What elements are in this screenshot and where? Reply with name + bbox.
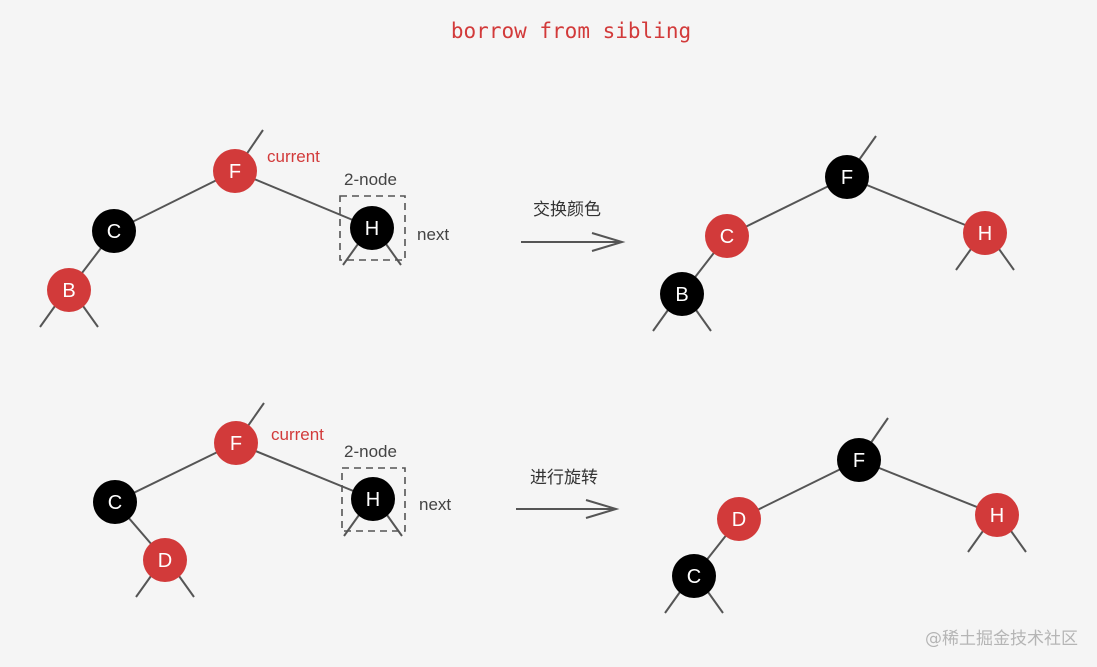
swap-colors-label: 交换颜色 <box>533 200 601 220</box>
d1-after-edge-F-C <box>726 176 848 237</box>
d1-before-edge-F-H <box>234 170 373 229</box>
d2-after-node-H-label: H <box>990 505 1004 527</box>
d2-after-edge-F-H <box>858 459 998 516</box>
d1-after-node-B-circle <box>660 272 704 316</box>
d2-before-node-H-circle <box>351 477 395 521</box>
d1-after-H-stub-right <box>998 248 1015 271</box>
current-label-top: current <box>267 147 320 166</box>
d2-after-node-C: C <box>672 554 716 598</box>
d2-before-node-D-label: D <box>158 550 172 572</box>
d1-after-node-B: B <box>660 272 704 316</box>
d1-before-B-stub-right <box>82 305 99 328</box>
d1-after-B-stub-left <box>652 309 669 332</box>
d2-after-node-C-circle <box>672 554 716 598</box>
d2-after-node-D-circle <box>717 497 761 541</box>
d1-after-node-F-label: F <box>841 167 853 189</box>
d2-after-H-stub-left <box>967 530 984 553</box>
nodes-layer: F C B H F C B H F C D H F D C H <box>47 149 1019 598</box>
d1-before-node-B-label: B <box>62 280 75 302</box>
d1-before-H-stub-right <box>385 243 402 266</box>
d1-after-node-C-circle <box>705 214 749 258</box>
d1-after-node-B-label: B <box>675 284 688 306</box>
decor-layer <box>339 195 626 532</box>
d2-before-node-F-label: F <box>230 433 242 455</box>
d2-after-node-F: F <box>837 438 881 482</box>
d2-before-node-D-circle <box>143 538 187 582</box>
d2-before-node-H-label: H <box>366 489 380 511</box>
d1-after-node-H-circle <box>963 211 1007 255</box>
d2-after-H-stub-right <box>1010 530 1027 553</box>
d1-after-node-F: F <box>825 155 869 199</box>
d2-before-node-C-label: C <box>108 492 122 514</box>
d2-before-H-stub-right <box>386 514 403 537</box>
d1-before-node-C: C <box>92 209 136 253</box>
d1-before-B-stub-left <box>39 305 56 328</box>
d2-before-D-stub-left <box>135 575 152 598</box>
d1-before-node-B-circle <box>47 268 91 312</box>
current-label-bottom: current <box>271 425 324 444</box>
d1-before-node-H-label: H <box>365 218 379 240</box>
two-node-label-bottom: 2-node <box>344 442 397 461</box>
d2-after-node-H: H <box>975 493 1019 537</box>
d2-after-node-F-circle <box>837 438 881 482</box>
d1-before-node-H-circle <box>350 206 394 250</box>
d2-before-two-node-box <box>341 467 406 532</box>
d2-before-H-stub-left <box>343 514 360 537</box>
d1-before-H-stub-left <box>342 243 359 266</box>
d1-before-node-F-circle <box>213 149 257 193</box>
d1-after-node-H-label: H <box>978 223 992 245</box>
d1-after-node-C-label: C <box>720 226 734 248</box>
d2-before-node-F: F <box>214 421 258 465</box>
watermark: @稀土掘金技术社区 <box>925 629 1078 649</box>
d2-after-node-F-label: F <box>853 450 865 472</box>
d1-before-node-F: F <box>213 149 257 193</box>
two-node-label-top: 2-node <box>344 170 397 189</box>
next-label-bottom: next <box>419 495 451 514</box>
d2-transform-arrow <box>516 499 620 519</box>
rotate-label: 进行旋转 <box>530 468 598 488</box>
d1-before-edge-F-C <box>113 170 236 232</box>
d2-before-D-stub-right <box>178 575 195 598</box>
d2-after-node-D: D <box>717 497 761 541</box>
d1-after-node-H: H <box>963 211 1007 255</box>
d1-before-node-F-label: F <box>229 161 241 183</box>
d2-after-edge-F-D <box>738 459 860 520</box>
d1-before-node-C-circle <box>92 209 136 253</box>
d2-after-node-D-label: D <box>732 509 746 531</box>
d2-after-C-stub-right <box>707 591 724 614</box>
d1-before-two-node-box <box>339 195 406 261</box>
d1-after-edge-F-H <box>846 176 986 234</box>
d1-after-node-C: C <box>705 214 749 258</box>
d2-after-node-C-label: C <box>687 566 701 588</box>
d2-before-node-D: D <box>143 538 187 582</box>
d1-before-node-B: B <box>47 268 91 312</box>
d2-after-C-stub-left <box>664 591 681 614</box>
d2-before-edge-F-C <box>114 442 237 503</box>
d1-before-node-C-label: C <box>107 221 121 243</box>
d2-after-node-H-circle <box>975 493 1019 537</box>
d1-after-node-F-circle <box>825 155 869 199</box>
d1-transform-arrow <box>521 232 626 252</box>
d2-before-node-C: C <box>93 480 137 524</box>
diagram-title: borrow from sibling <box>451 19 691 43</box>
d2-before-node-C-circle <box>93 480 137 524</box>
d1-after-B-stub-right <box>695 309 712 332</box>
d2-before-edge-F-H <box>235 442 374 500</box>
d1-after-H-stub-left <box>955 248 972 271</box>
next-label-top: next <box>417 225 449 244</box>
d2-before-node-F-circle <box>214 421 258 465</box>
d1-before-node-H: H <box>350 206 394 250</box>
d2-before-node-H: H <box>351 477 395 521</box>
